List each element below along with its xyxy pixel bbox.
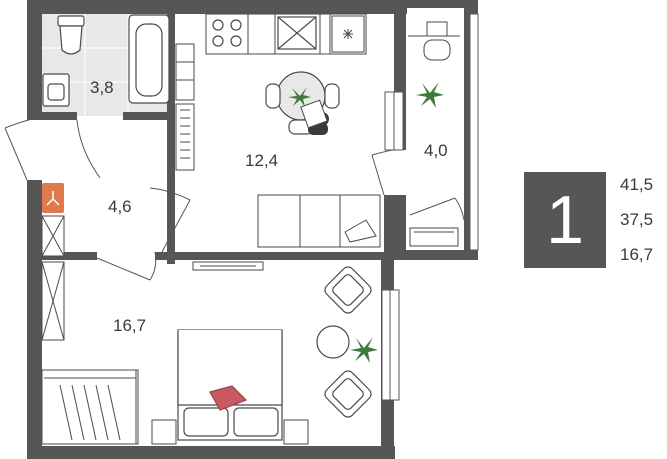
radiator-kitchen — [175, 103, 195, 171]
fridge — [331, 15, 365, 53]
balcony-furniture — [408, 21, 460, 247]
plant-icon — [350, 337, 378, 363]
area-label-hallway: 4,6 — [108, 197, 132, 216]
kitchen-sink — [277, 16, 317, 50]
sink-bathroom — [42, 73, 70, 107]
area-label-bathroom: 3,8 — [90, 78, 114, 97]
plant-icon — [288, 87, 311, 107]
toilet-bathroom — [57, 15, 85, 55]
sofa — [257, 194, 381, 248]
area-label-kitchen-living: 12,4 — [245, 151, 279, 170]
rooms-count-badge: 1 — [524, 172, 606, 268]
boiler-icon — [46, 191, 60, 206]
person-icon — [300, 99, 329, 135]
windows — [381, 13, 479, 401]
wardrobe-hallway — [41, 215, 65, 257]
area-label-balcony: 4,0 — [424, 141, 448, 160]
boiler — [42, 183, 64, 213]
room-area: 16,7 — [620, 245, 654, 264]
area-label-bedroom: 16,7 — [113, 316, 147, 335]
plant-icon — [416, 82, 444, 108]
wardrobe-bedroom — [41, 261, 139, 445]
tv-stand — [192, 261, 264, 271]
total-area: 41,5 — [620, 175, 654, 194]
bed — [177, 329, 283, 441]
living-area: 37,5 — [620, 210, 654, 229]
stove-hob — [212, 19, 242, 47]
rooms-count: 1 — [546, 182, 584, 258]
armchairs — [316, 266, 372, 418]
doors — [4, 115, 465, 281]
shelving-bathroom-hall — [175, 43, 195, 101]
bathtub — [128, 14, 170, 104]
snowflake-icon — [343, 29, 353, 39]
hangers — [59, 384, 121, 441]
nightstands — [151, 419, 309, 445]
